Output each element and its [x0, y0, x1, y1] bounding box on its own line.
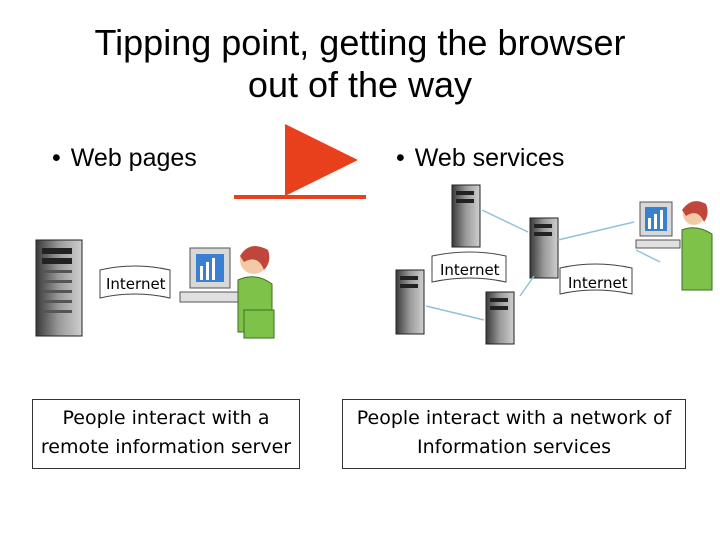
bullet-web-pages: • Web pages [52, 144, 197, 173]
bullet-web-services: • Web services [396, 144, 564, 173]
bullet-dot: • [52, 144, 61, 172]
server-icon [485, 291, 515, 345]
connector-lines [425, 209, 661, 321]
red-arrow-icon [234, 124, 366, 199]
server-icon [35, 239, 83, 337]
caption-line-1: People interact with a [62, 407, 270, 429]
server-icon [529, 217, 559, 279]
internet-cloud-icon [99, 265, 171, 299]
server-icon [395, 269, 425, 335]
title-line-1: Tipping point, getting the browser [94, 22, 626, 63]
bullet-text-web-services: Web services [414, 144, 565, 172]
bullet-dot: • [396, 144, 405, 172]
caption-line-2: remote information server [40, 436, 292, 458]
person-at-computer-icon [635, 201, 713, 291]
internet-label-left: Internet [106, 275, 166, 293]
bullet-text-web-pages: Web pages [70, 144, 197, 172]
server-icon [451, 184, 481, 248]
slide-title: Tipping point, getting the browser out o… [0, 22, 720, 106]
caption-line-1: People interact with a network of [356, 407, 672, 429]
internet-cloud-icon [431, 251, 507, 283]
caption-line-2: Information services [417, 436, 611, 458]
internet-cloud-icon [559, 263, 633, 295]
caption-web-services: People interact with a network of Inform… [342, 399, 686, 469]
person-at-computer-icon [179, 246, 275, 339]
internet-label-right-2: Internet [568, 274, 628, 292]
caption-web-pages: People interact with a remote informatio… [32, 399, 300, 469]
internet-label-right-1: Internet [440, 261, 500, 279]
title-line-2: out of the way [247, 64, 473, 105]
